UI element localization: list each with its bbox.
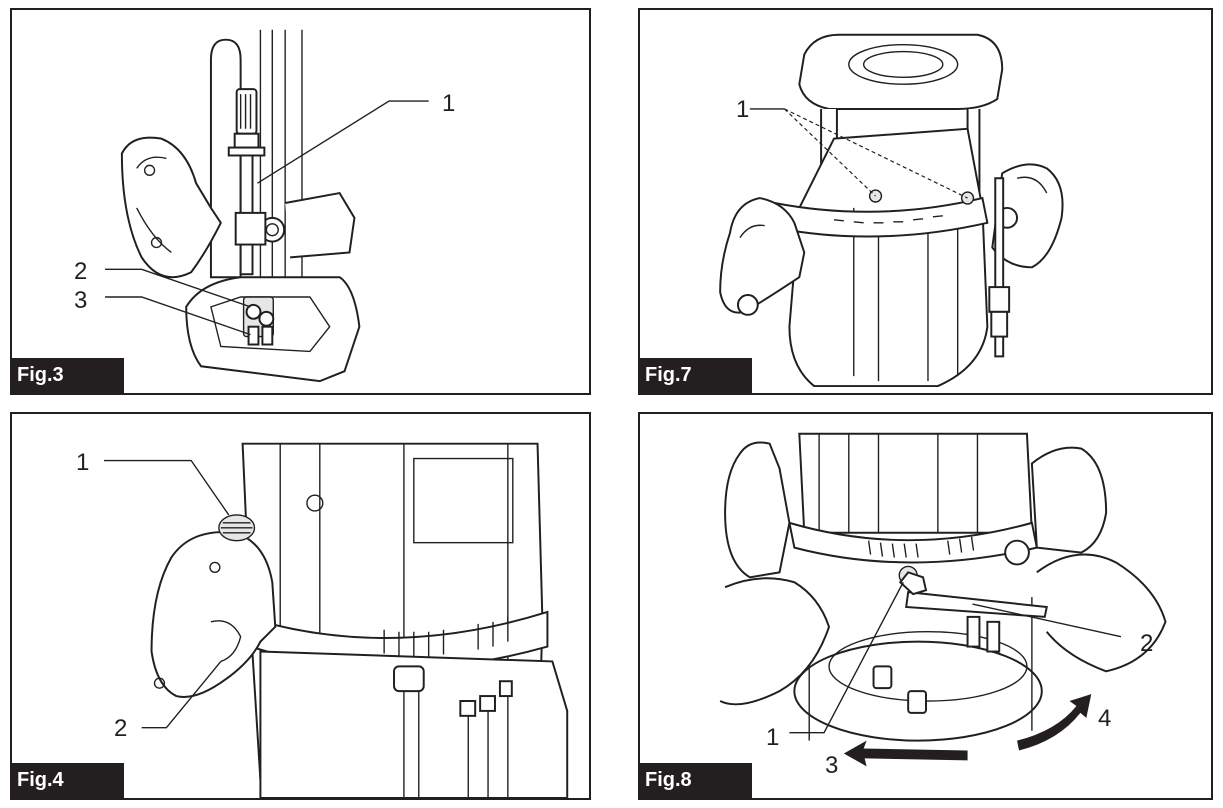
fig4-callout-1: 1 (76, 449, 90, 476)
fig4-callout-2: 2 (114, 715, 128, 742)
fig3-label: Fig.3 (12, 358, 124, 393)
fig8-illustration (719, 432, 1167, 767)
fig4-illustration (104, 442, 569, 798)
fig8-callout-1: 1 (766, 724, 780, 751)
figure-4-panel: 1 2 Fig.4 (10, 412, 591, 800)
fig7-label: Fig.7 (640, 358, 752, 393)
fig3-callout-2: 2 (74, 258, 88, 285)
fig8-label: Fig.8 (640, 763, 752, 798)
fig3-callout-1: 1 (442, 90, 456, 117)
figure-8-panel: 1 2 3 4 Fig.8 (638, 412, 1213, 800)
fig8-callout-2: 2 (1140, 630, 1154, 657)
fig3-callout-3: 3 (74, 287, 88, 314)
figure-3-panel: 1 2 3 Fig.3 (10, 8, 591, 395)
fig8-callout-3: 3 (825, 752, 839, 779)
fig7-illustration (719, 33, 1064, 388)
fig8-callout-4: 4 (1098, 705, 1112, 732)
fig3-illustration (105, 29, 429, 383)
fig4-label: Fig.4 (12, 763, 124, 798)
figure-7-panel: 1 Fig.7 (638, 8, 1213, 395)
fig7-callout-1: 1 (736, 96, 750, 123)
